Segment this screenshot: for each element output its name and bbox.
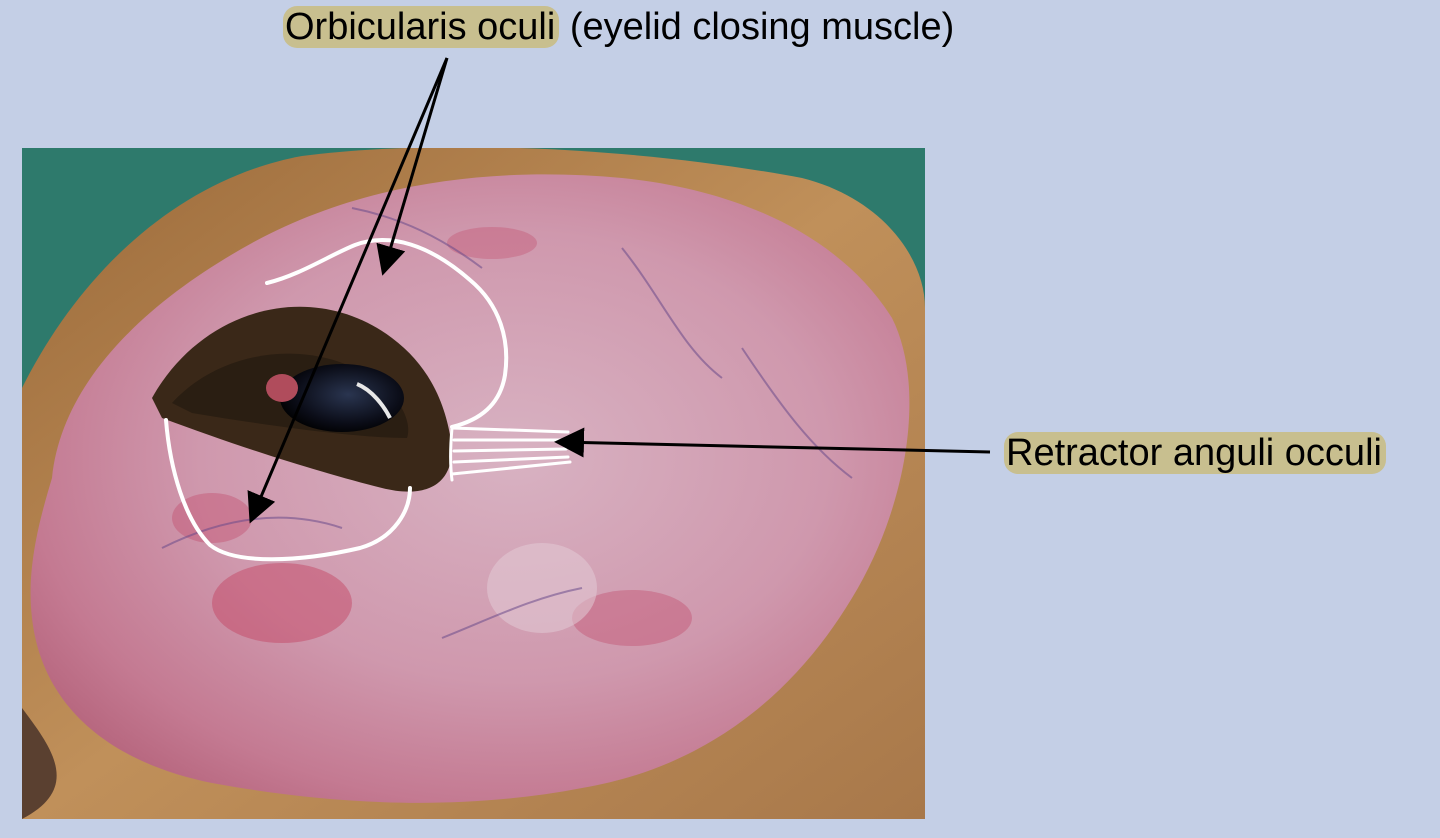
eye <box>280 364 404 432</box>
retractor-highlight: Retractor anguli occuli <box>1004 432 1386 474</box>
dissection-photo <box>22 148 925 819</box>
retractor-anguli-label: Retractor anguli occuli <box>1004 430 1386 476</box>
orbicularis-oculi-label: Orbicularis oculi (eyelid closing muscle… <box>283 4 954 50</box>
orbicularis-description: (eyelid closing muscle) <box>559 6 955 48</box>
orbicularis-highlight: Orbicularis oculi <box>283 6 560 48</box>
